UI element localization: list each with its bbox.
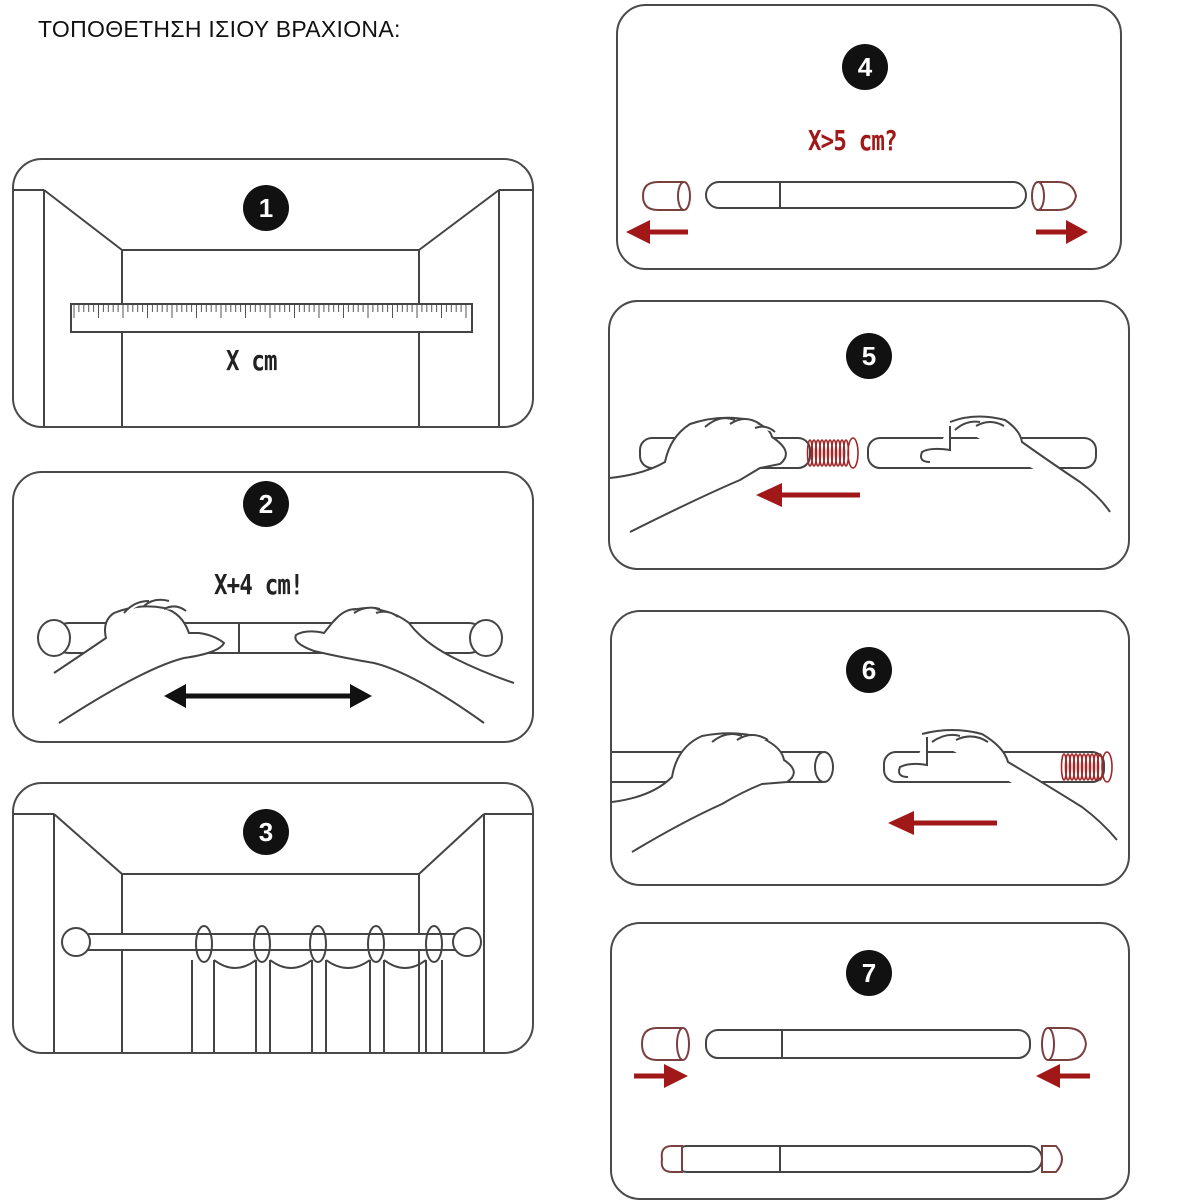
window-frame-icon: [14, 813, 532, 1052]
arrow-right-icon: [1036, 220, 1088, 244]
curtain-rings-icon: [191, 925, 443, 1052]
end-cap-icon: [640, 1027, 1088, 1173]
step-5-panel: 5: [608, 300, 1130, 570]
step-number: 1: [243, 185, 289, 231]
arrow-left-icon: [626, 220, 688, 244]
step-2-panel: 2 X+4 cm!: [12, 471, 534, 743]
step-7-panel: 7: [610, 922, 1130, 1200]
hands-icon: [610, 415, 1111, 533]
step-6-panel: 6: [610, 610, 1130, 886]
double-arrow-icon: [164, 684, 372, 708]
hands-icon: [612, 729, 1118, 853]
hands-icon: [53, 598, 515, 724]
step-number: 3: [243, 809, 289, 855]
rod-icon: [61, 927, 482, 957]
end-cap-icon: [641, 181, 1078, 211]
step-3-panel: 3: [12, 782, 534, 1054]
arrow-left-icon: [756, 483, 860, 507]
step-label: X>5 cm?: [808, 124, 898, 157]
step-number: 6: [846, 647, 892, 693]
spring-icon: [806, 437, 859, 469]
spring-icon: [1060, 751, 1113, 783]
step-number: 7: [846, 950, 892, 996]
step-number: 2: [243, 481, 289, 527]
window-frame-icon: [14, 189, 532, 426]
page-title: ΤΟΠΟΘΕΤΗΣΗ ΙΣΙΟΥ ΒΡΑΧΙΟΝΑ:: [38, 16, 401, 42]
step-label: X cm: [226, 344, 278, 377]
step-1-panel: 1 X cm: [12, 158, 534, 428]
rod-icon: [673, 1029, 1043, 1173]
step-4-panel: 4 X>5 cm?: [616, 4, 1122, 270]
arrow-left-icon: [888, 811, 997, 835]
step-number: 4: [842, 44, 888, 90]
ruler-icon: [70, 303, 473, 333]
step-label: X+4 cm!: [214, 568, 304, 601]
rod-icon: [705, 181, 1027, 209]
arrow-right-icon: [634, 1064, 688, 1088]
arrow-left-icon: [1036, 1064, 1090, 1088]
step-number: 5: [846, 333, 892, 379]
